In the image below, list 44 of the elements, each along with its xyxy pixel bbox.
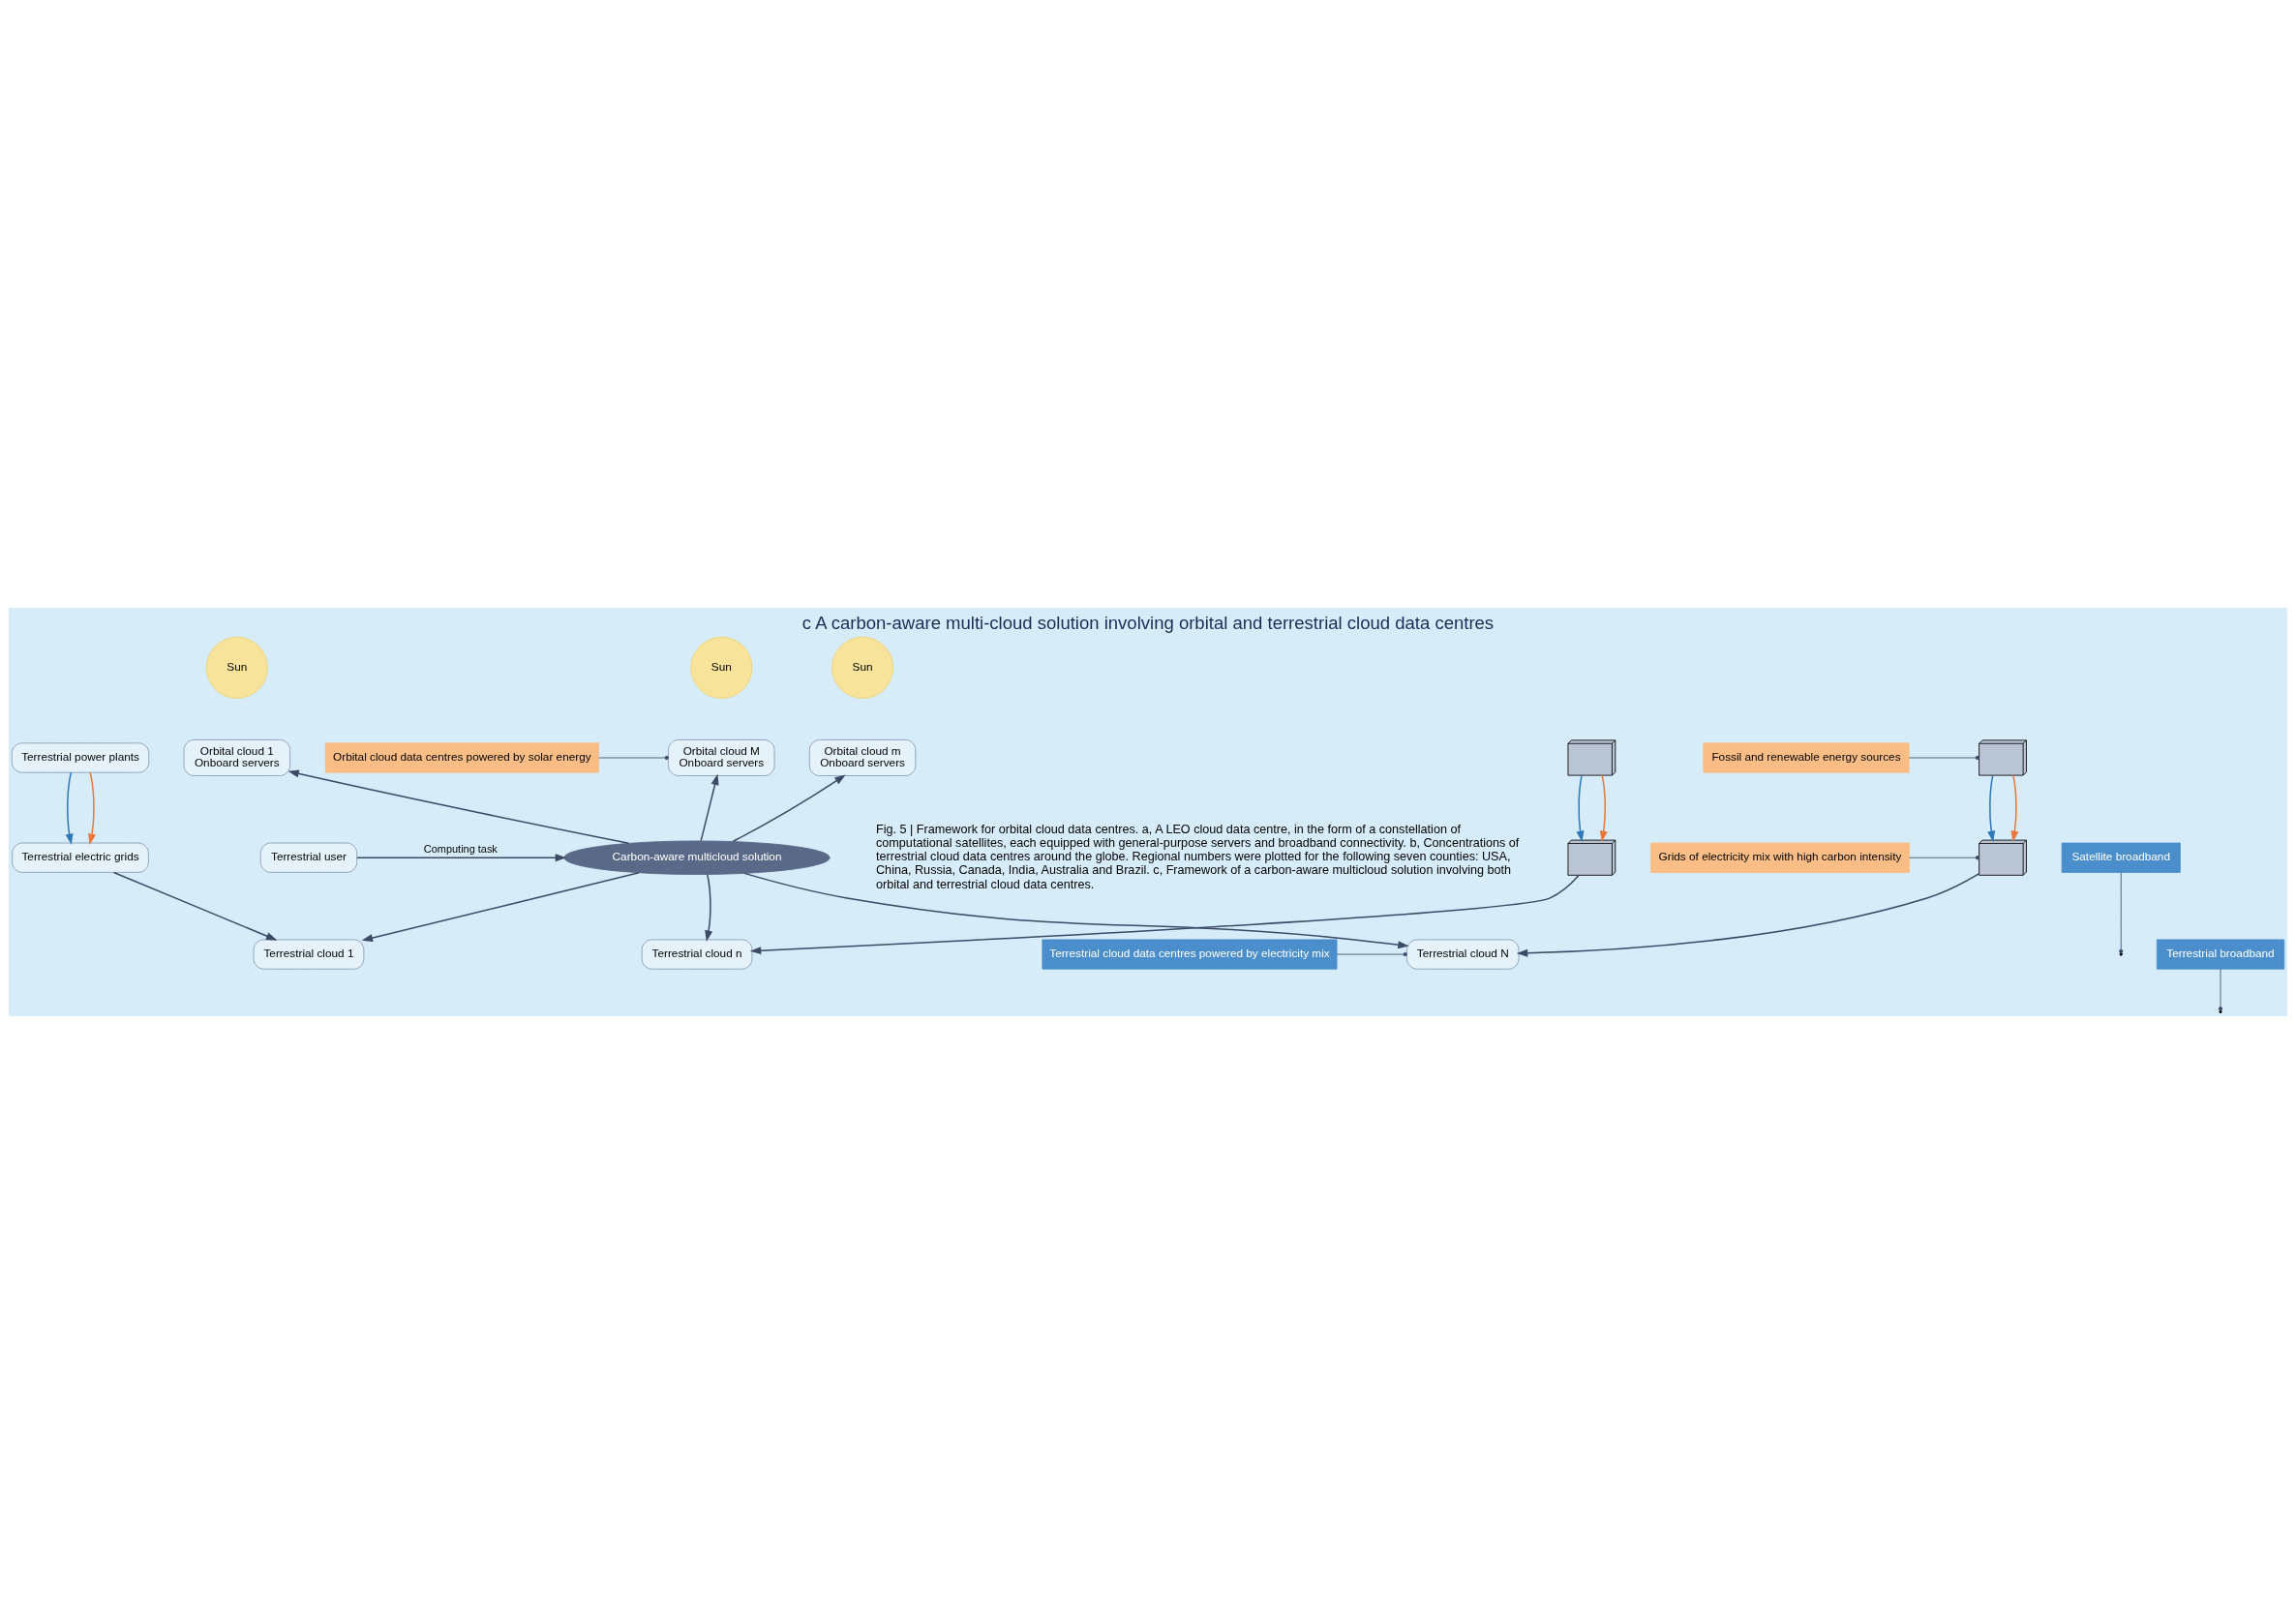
arrow	[2010, 774, 2019, 843]
node-box: Terrestrial power plants	[11, 742, 150, 773]
node-box: Orbital cloud M Onboard servers	[668, 739, 775, 776]
arrow	[1576, 774, 1585, 843]
arrow	[356, 854, 567, 862]
connector	[1909, 856, 1979, 860]
node-box: Grids of electricity mix with high carbon intensity	[1650, 842, 1910, 873]
arrow	[749, 874, 1580, 955]
arrow	[1987, 774, 1996, 843]
arrow	[743, 872, 1409, 949]
node-circle: Sun	[205, 636, 268, 699]
connector	[2120, 872, 2122, 950]
node-box: Orbital cloud m Onboard servers	[808, 739, 917, 776]
node-box: Terrestrial broadband	[2156, 939, 2285, 970]
arrow	[1516, 873, 1980, 957]
arrow	[705, 873, 713, 942]
diagram-title: c A carbon-aware multi-cloud solution involving orbital and terrestrial cloud data centres	[801, 612, 1495, 633]
node-box: Terrestrial cloud N	[1406, 939, 1520, 970]
node-circle: Sun	[690, 636, 753, 699]
arrow	[700, 773, 719, 842]
node-box: Orbital cloud 1 Onboard servers	[183, 739, 290, 776]
arrow	[361, 872, 640, 942]
edge-label: Computing task	[423, 842, 498, 855]
node-ellipse: Carbon-aware multicloud solution	[563, 840, 831, 875]
arrow	[1599, 774, 1608, 843]
arrow	[65, 771, 74, 846]
caption: Fig. 5 | Framework for orbital cloud data centres. a, A LEO cloud data centre, in the form of a constellation of computational satellites, each equipped with general-purpose servers and broadband connectivity. b, Concentrations of terrestrial cloud data centres around the globe. Regional numbers were plotted for the following seven counties: USA, China, Russia, Canada, India, Australia and Brazil. c, Framework of a carbon-aware multicloud solution involving both orbital and terrestrial cloud data centres.	[875, 822, 1520, 891]
node-box: Satellite broadband	[2061, 842, 2181, 873]
node-box: Fossil and renewable energy sources	[1703, 742, 1910, 773]
arrow	[112, 871, 278, 941]
node-box: Terrestrial cloud n	[641, 939, 753, 970]
connector	[598, 755, 669, 761]
arrow	[88, 771, 96, 846]
connector	[1336, 951, 1407, 957]
connector	[2220, 969, 2221, 1007]
node-box: Terrestrial user	[259, 842, 358, 873]
node-box: Terrestrial cloud data centres powered by electricity mix	[1042, 939, 1338, 970]
node-circle: Sun	[831, 636, 894, 699]
arrow	[287, 769, 630, 845]
node-box: Orbital cloud data centres powered by solar energy	[324, 742, 599, 773]
node-box: Terrestrial cloud 1	[253, 939, 365, 970]
node-box: Terrestrial electric grids	[12, 842, 149, 873]
arrow	[732, 774, 846, 843]
connector	[1908, 755, 1979, 761]
